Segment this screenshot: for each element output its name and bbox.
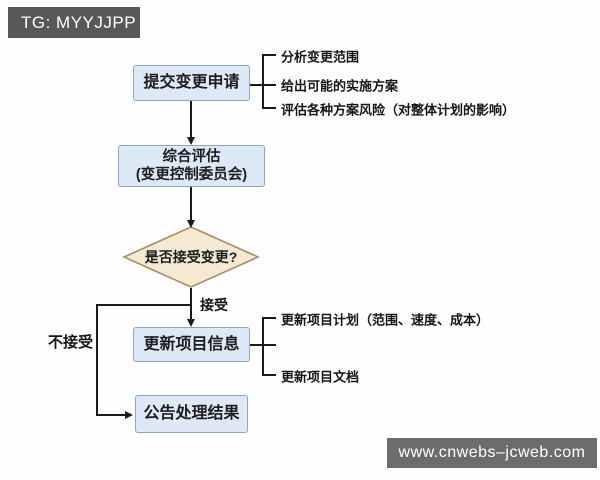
node-comprehensive-evaluation: 综合评估 (变更控制委员会) xyxy=(118,145,265,187)
node-announce-result: 公告处理结果 xyxy=(135,395,248,433)
node-decision-label: 是否接受变更? xyxy=(144,249,238,265)
bracket-submit-tick-top xyxy=(262,54,276,56)
arrowhead-down-icon xyxy=(186,319,195,327)
node-announce-label: 公告处理结果 xyxy=(143,405,240,422)
note-possible-plans: 给出可能的实施方案 xyxy=(281,78,399,94)
bracket-update-tick-bottom xyxy=(262,374,276,376)
bracket-update-tick-top xyxy=(262,317,276,319)
watermark-bottom-right: www.cnwebs–jcweb.com xyxy=(387,438,597,468)
bracket-submit-tick-bottom xyxy=(262,107,276,109)
connector-reject-to-announce xyxy=(96,414,126,416)
connector-reject-horizontal xyxy=(96,304,192,306)
node-update-project-info: 更新项目信息 xyxy=(133,327,250,362)
note-update-docs: 更新项目文档 xyxy=(281,369,360,385)
bracket-update-spine xyxy=(262,317,264,376)
node-submit-change-request: 提交变更申请 xyxy=(133,65,250,101)
arrowhead-right-icon xyxy=(125,410,133,419)
node-evaluate-label-line2: (变更控制委员会) xyxy=(135,167,248,183)
node-decision-accept-change: 是否接受变更? xyxy=(121,225,261,289)
connector-reject-vertical xyxy=(96,304,98,416)
arrowhead-down-icon xyxy=(186,137,195,145)
bracket-submit-spine xyxy=(262,54,264,109)
connector-decision-to-update xyxy=(190,288,192,319)
edge-label-reject: 不接受 xyxy=(48,334,94,351)
edge-label-accept: 接受 xyxy=(200,297,228,313)
note-evaluate-risks: 评估各种方案风险（对整体计划的影响） xyxy=(281,102,516,118)
arrowhead-down-icon xyxy=(186,220,195,228)
node-evaluate-label-line1: 综合评估 xyxy=(162,148,221,165)
connector-submit-to-evaluate xyxy=(190,101,192,138)
node-update-label: 更新项目信息 xyxy=(143,335,240,353)
decision-diamond-shape xyxy=(122,226,260,288)
connector-evaluate-to-decision xyxy=(190,187,192,220)
note-analyze-scope: 分析变更范围 xyxy=(281,49,360,65)
watermark-top-left: TG: MYYJJPP xyxy=(8,7,140,38)
node-submit-label: 提交变更申请 xyxy=(143,74,240,91)
note-update-plan: 更新项目计划（范围、速度、成本） xyxy=(281,312,490,328)
